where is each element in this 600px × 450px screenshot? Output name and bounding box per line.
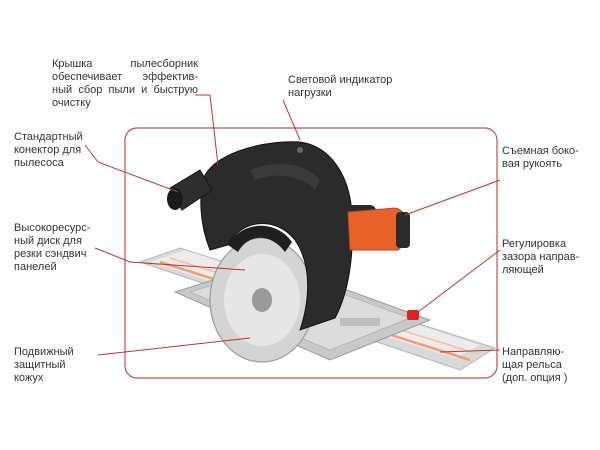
leader-guide-gap: [417, 249, 501, 313]
label-dust-cover-line: Крышка пылесборник: [52, 58, 198, 70]
label-blade-line: резки сэндвич: [14, 248, 87, 260]
label-vacuum-connector-line: Стандартный: [14, 131, 83, 143]
label-load-indicator-line: нагрузки: [288, 87, 332, 99]
leader-rail: [439, 349, 501, 353]
label-guard: Подвижный защитный кожух: [14, 346, 74, 385]
label-side-handle-line: вая рукоять: [502, 158, 563, 170]
leader-dust-cover: [195, 94, 219, 166]
label-vacuum-connector: Стандартный конектор для пылесоса: [14, 131, 83, 170]
leader-blade: [94, 247, 246, 271]
label-blade: Высокоресурс- ный диск для резки сэндвич…: [14, 222, 90, 274]
label-guard-line: Подвижный: [14, 346, 74, 358]
label-dust-cover: Крышка пылесборник обеспечивает эффектив…: [52, 58, 198, 110]
label-load-indicator: Световой индикатор нагрузки: [288, 74, 392, 100]
label-guard-line: кожух: [14, 372, 44, 384]
guide-gap-knob: [407, 310, 419, 320]
label-blade-line: панелей: [14, 261, 57, 273]
label-guide-gap: Регулировка зазора направ- ляющей: [502, 238, 579, 277]
label-blade-line: ный диск для: [14, 235, 82, 247]
label-guide-gap-line: ляющей: [502, 264, 544, 276]
label-rail: Направляю- щая рельса (доп. опция ): [502, 346, 567, 385]
label-vacuum-connector-line: конектор для: [14, 144, 82, 156]
leader-vacuum: [84, 144, 179, 193]
label-guide-gap-line: зазора направ-: [502, 251, 580, 263]
leader-load-indicator: [282, 99, 301, 141]
label-rail-line: Направляю-: [502, 346, 565, 358]
saw-blade: [209, 237, 315, 363]
leader-side-handle: [404, 179, 501, 216]
label-dust-cover-line: очистку: [52, 97, 91, 109]
label-rail-line: (доп. опция ): [502, 372, 568, 384]
label-load-indicator-line: Световой индикатор: [288, 74, 393, 86]
label-side-handle: Съемная боко- вая рукоять: [502, 145, 579, 171]
label-side-handle-line: Съемная боко-: [502, 145, 579, 157]
side-handle: [336, 205, 410, 251]
label-dust-cover-line: ный сбор пыли и быструю: [52, 84, 198, 96]
leader-lines: [84, 94, 501, 356]
blade-guard: [200, 141, 353, 331]
label-vacuum-connector-line: пылесоса: [14, 157, 64, 169]
label-guide-gap-line: Регулировка: [502, 238, 567, 250]
diagram-frame: [124, 127, 498, 379]
label-blade-line: Высокоресурс-: [14, 222, 91, 234]
vacuum-connector: [167, 169, 213, 211]
label-dust-cover-line: обеспечивает эффектив-: [52, 71, 198, 83]
label-guard-line: защитный: [14, 359, 66, 371]
label-rail-line: щая рельса: [502, 359, 562, 371]
leader-guard: [97, 337, 251, 356]
